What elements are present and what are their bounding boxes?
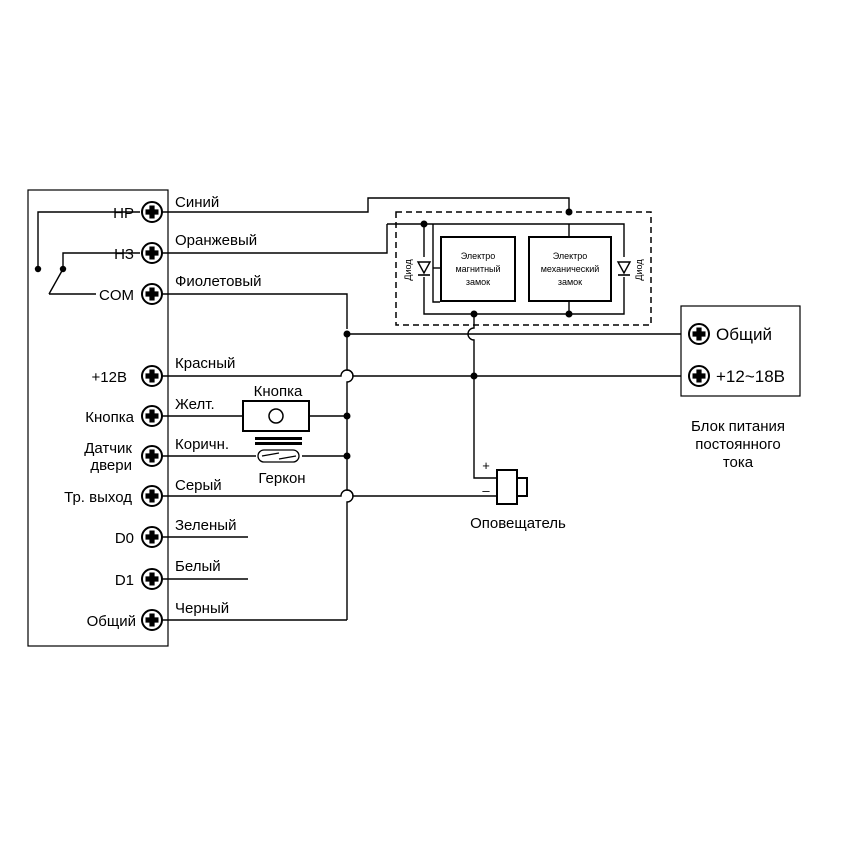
- button-label: Кнопка: [254, 383, 303, 400]
- wire-label-yellow: Желт.: [175, 396, 215, 413]
- push-button-icon: [242, 400, 310, 432]
- terminal-screw-icon: [688, 323, 710, 345]
- diode-icon: [616, 261, 632, 276]
- wire-label-black: Черный: [175, 600, 229, 617]
- terminal-screw-icon: [141, 283, 163, 305]
- terminal-screw-icon: [141, 405, 163, 427]
- wire-label-green: Зеленый: [175, 517, 236, 534]
- terminal-label-com: COM: [99, 287, 134, 304]
- psu-caption-3: тока: [723, 454, 754, 471]
- terminal-screw-icon: [141, 201, 163, 223]
- emag-lock-line1: Электро: [461, 251, 496, 261]
- terminal-label-12v: +12В: [92, 369, 127, 386]
- terminal-label-alarm-out: Тр. выход: [64, 489, 132, 506]
- wire-label-gray: Серый: [175, 477, 222, 494]
- terminal-label-nz: НЗ: [114, 246, 134, 263]
- terminal-label-door-sensor-1: Датчик: [84, 440, 132, 457]
- terminal-screw-icon: [141, 445, 163, 467]
- alarm-sounder-icon: [496, 469, 528, 505]
- terminal-screw-icon: [141, 365, 163, 387]
- terminal-screw-icon: [141, 609, 163, 631]
- alarm-plus-sign: +: [482, 458, 490, 473]
- terminal-screw-icon: [141, 568, 163, 590]
- alarm-label: Оповещатель: [470, 515, 566, 532]
- wire-label-orange: Оранжевый: [175, 232, 257, 249]
- terminal-screw-icon: [141, 242, 163, 264]
- psu-terminal-plus: +12~18В: [716, 367, 785, 386]
- wire-label-white: Белый: [175, 558, 221, 575]
- locks-enclosure: [395, 211, 652, 326]
- terminal-label-d1: D1: [115, 572, 134, 589]
- alarm-minus-sign: –: [482, 483, 490, 498]
- relay-switch-icon: [34, 211, 140, 295]
- terminal-screw-icon: [141, 526, 163, 548]
- diode-icon: [416, 261, 432, 276]
- terminal-label-door-sensor-2: двери: [90, 457, 132, 474]
- wire-label-red: Красный: [175, 355, 235, 372]
- reed-switch-label: Геркон: [258, 470, 305, 487]
- terminal-label-common: Общий: [87, 613, 136, 630]
- electromechanical-lock: Электро механический замок: [528, 236, 612, 302]
- terminal-screw-icon: [688, 365, 710, 387]
- wiring: [162, 197, 689, 621]
- terminal-label-button: Кнопка: [85, 409, 134, 426]
- electromagnetic-lock: Электро магнитный замок: [440, 236, 516, 302]
- terminal-label-d0: D0: [115, 530, 134, 547]
- diode-label-left: Диод: [403, 259, 413, 281]
- psu-caption-1: Блок питания: [691, 418, 785, 435]
- wire-label-blue: Синий: [175, 194, 219, 211]
- psu-caption-2: постоянного: [695, 436, 781, 453]
- terminal-label-nr: НР: [113, 205, 134, 222]
- emag-lock-line2: магнитный: [455, 264, 500, 274]
- emech-lock-line1: Электро: [553, 251, 588, 261]
- wire-label-violet: Фиолетовый: [175, 273, 262, 290]
- diode-label-right: Диод: [634, 259, 644, 281]
- psu-terminal-common: Общий: [716, 325, 772, 344]
- emag-lock-line3: замок: [466, 277, 490, 287]
- emech-lock-line3: замок: [558, 277, 582, 287]
- reed-switch-icon: [255, 437, 302, 463]
- terminal-screw-icon: [141, 485, 163, 507]
- emech-lock-line2: механический: [541, 264, 600, 274]
- junction-dots: [343, 208, 573, 460]
- wire-label-brown: Коричн.: [175, 436, 229, 453]
